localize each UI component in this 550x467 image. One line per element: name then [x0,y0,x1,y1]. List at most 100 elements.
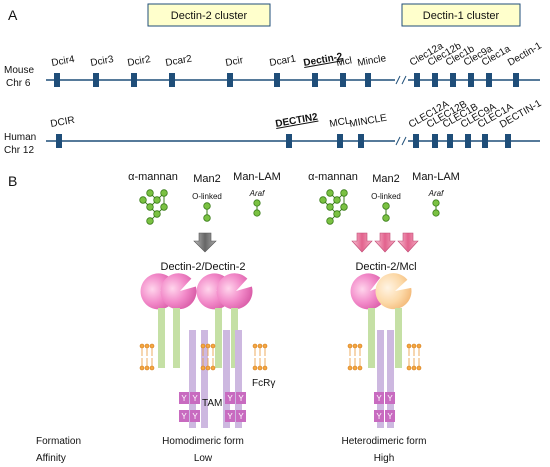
dectin2-cluster-box [147,3,271,27]
human-gene-clec12b [432,134,438,148]
left-alpha-mannan-glycan-icon [139,189,168,225]
human-gene-dectin1 [505,134,511,148]
affinity-row-label: Affinity [36,453,66,464]
left-man2-label: Man2 [193,173,221,185]
left-man2-glycan-icon [203,202,211,222]
right-man-lam-label: Man-LAM [412,171,460,183]
left-membrane-bilayer [139,343,268,371]
right-itam-y-4: Y [387,412,393,421]
left-man-lam-label: Man-LAM [233,171,281,183]
mouse-gene-clec12b [432,73,438,87]
left-complex-title: Dectin-2/Dectin-2 [161,261,246,273]
left-dectin2-stalk-3 [215,308,222,368]
left-fcr-chain-2 [201,330,208,428]
human-gene-clec1a [482,134,488,148]
right-itam-y-1: Y [376,394,382,403]
right-mcl-crd-icon [375,273,412,310]
mouse-gene-label-dectin1: Dectin-1 [506,40,544,68]
right-man2-label: Man2 [372,173,400,185]
right-complex-title: Dectin-2/Mcl [355,261,416,273]
left-dectin2-stalk-2 [173,308,180,368]
left-araf-label: Araf [249,189,265,198]
mouse-gene-label-dcar1: Dcar1 [269,53,298,69]
left-dectin2-crd-4-icon [216,273,253,310]
mouse-gene-clec1b [450,73,456,87]
right-membrane-bilayer [347,343,422,371]
mouse-gene-dcar1 [274,73,280,87]
right-dectin2-crd-icon [350,273,387,310]
mouse-gene-clec1a [486,73,492,87]
right-alpha-mannan-label: α-mannan [308,171,358,183]
left-o-linked-label: O-linked [192,192,222,201]
right-binding-arrow-2-icon [374,232,396,253]
left-alpha-mannan-label: α-mannan [128,171,178,183]
left-fcr-chain-4 [235,330,242,428]
mouse-gene-dectin2 [312,73,318,87]
mouse-gene-label-mcl: Mcl [336,55,353,69]
left-itam-y-6: Y [238,394,244,403]
human-gene-clec12a [413,134,419,148]
mouse-gene-dcir4 [54,73,60,87]
human-gene-mcl [337,134,343,148]
human-gene-dcir [56,134,62,148]
right-formation-value: Heterodimeric form [341,436,426,447]
right-binding-arrow-1-icon [351,232,373,253]
left-dectin2-stalk-1 [158,308,165,368]
human-chr-label-2: Chr 12 [4,145,34,156]
human-gene-mincle [358,134,364,148]
right-binding-arrow-3-icon [397,232,419,253]
left-fcr-chain-1 [189,330,196,428]
right-fcr-chain-2 [387,330,394,428]
dectin1-cluster-box [401,3,521,27]
mouse-chr-label-2: Chr 6 [6,78,31,89]
mouse-chromosome-break [395,75,407,85]
human-gene-label-dcir: DCIR [50,115,76,130]
right-alpha-mannan-glycan-icon [319,189,348,225]
mouse-gene-label-dcir2: Dcir2 [127,54,152,69]
right-itam-y-2: Y [387,394,393,403]
dectin2-cluster-label: Dectin-2 cluster [171,10,248,22]
human-gene-label-dectin2: DECTIN2 [275,112,319,130]
left-itam-y-7: Y [227,412,233,421]
human-gene-clec1b [447,134,453,148]
tam-label: TAM [202,398,222,409]
left-formation-value: Homodimeric form [162,436,244,447]
right-affinity-value: High [374,453,395,464]
fcr-gamma-label: FcRγ [252,378,275,389]
panel-a-label: A [8,7,18,23]
right-itam-y-3: Y [376,412,382,421]
right-man2-glycan-icon [382,202,390,222]
left-itam-y-4: Y [192,412,198,421]
left-itam-y-5: Y [227,394,233,403]
left-fcr-chain-3 [223,330,230,428]
left-itam-y-3: Y [181,412,187,421]
right-dectin2-stalk [368,308,375,368]
left-binding-arrow-icon [193,232,217,253]
mouse-gene-label-mincle: Mincle [357,53,388,69]
left-dectin2-stalk-4 [231,308,238,368]
human-gene-dectin2 [286,134,292,148]
right-itam-icon [374,392,395,422]
left-itam-y-2: Y [192,394,198,403]
right-man-lam-glycan-icon [432,199,440,217]
left-itam-y-8: Y [238,412,244,421]
left-man-lam-glycan-icon [253,199,261,217]
mouse-gene-label-dcir: Dcir [225,55,245,69]
mouse-gene-label-dcar2: Dcar2 [165,53,194,69]
human-gene-clec9a [465,134,471,148]
right-araf-label: Araf [428,189,444,198]
left-itam-icon [179,392,246,422]
human-chromosome-break [395,136,407,146]
dectin1-cluster-label: Dectin-1 cluster [423,10,500,22]
formation-row-label: Formation [36,436,81,447]
human-chr-label-1: Human [4,132,36,143]
mouse-gene-label-dcir3: Dcir3 [90,54,115,69]
mouse-gene-dcir3 [93,73,99,87]
mouse-gene-dcar2 [169,73,175,87]
human-gene-label-mcl: MCL [329,115,352,130]
mouse-gene-dcir2 [131,73,137,87]
right-mcl-stalk [395,308,402,368]
human-gene-label-mincle: MINCLE [349,113,388,130]
mouse-chr-label-1: Mouse [4,65,34,76]
